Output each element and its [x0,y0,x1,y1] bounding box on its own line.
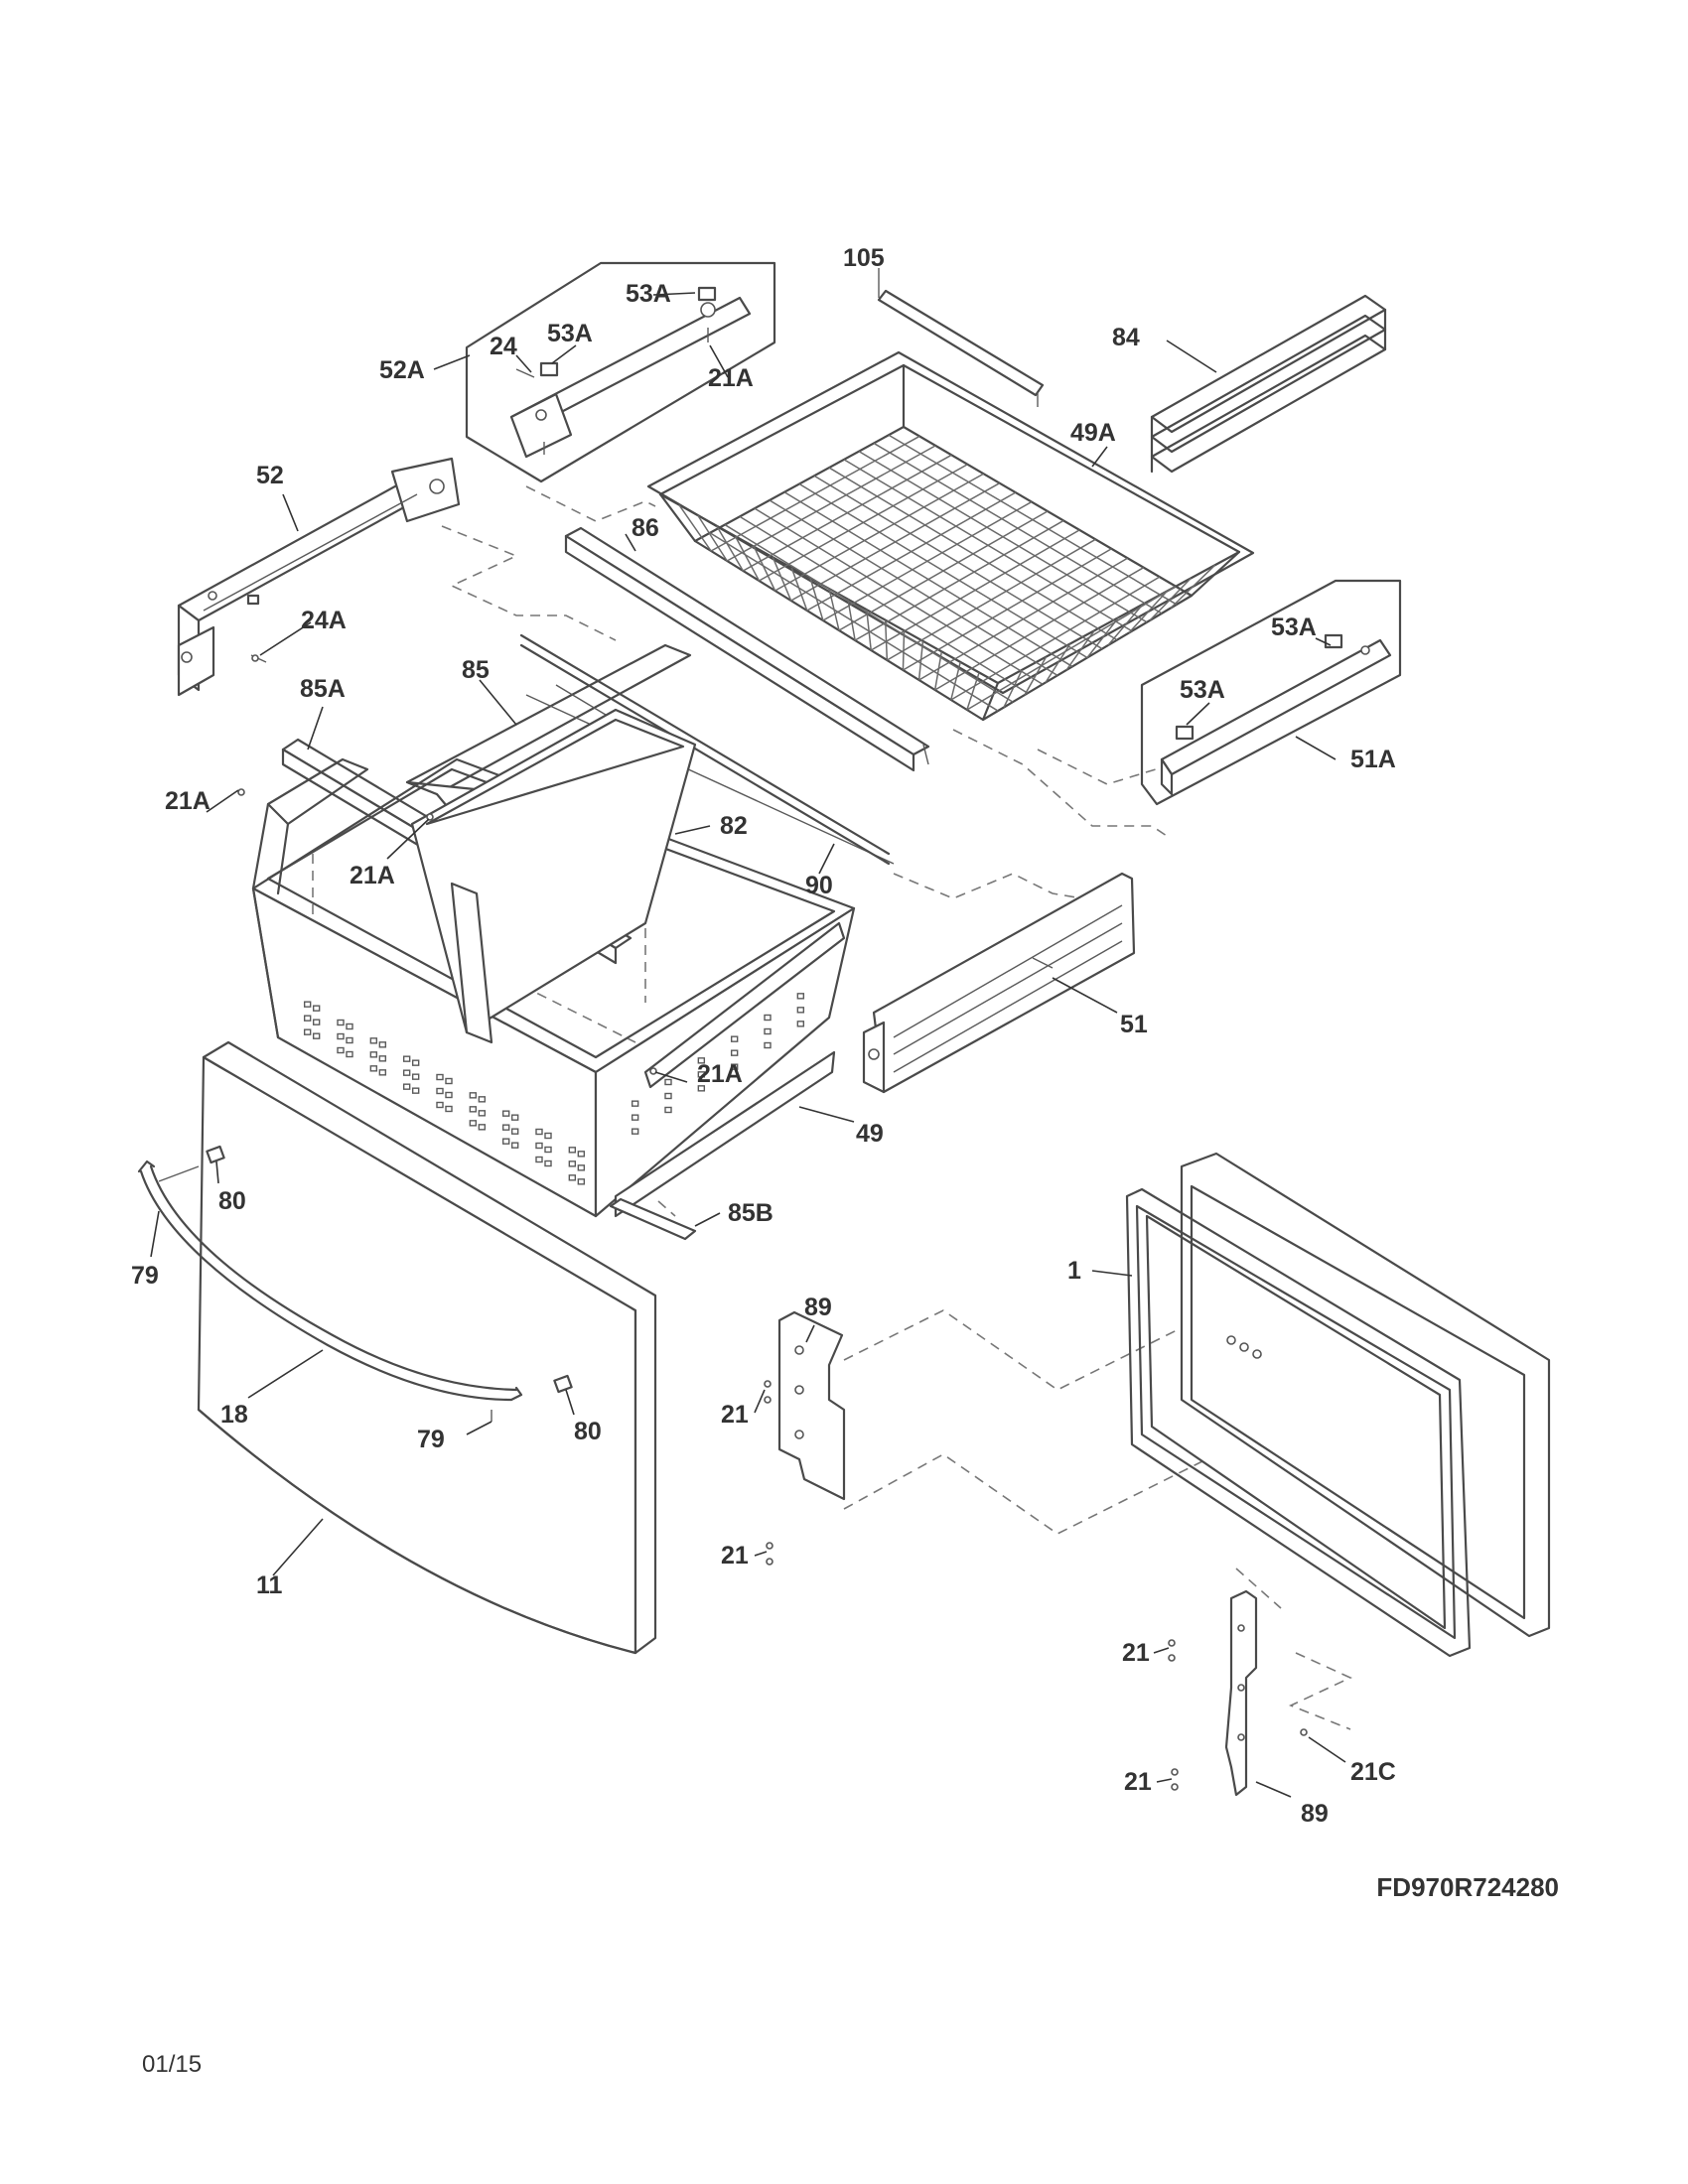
callout-21A-mid: 21A [350,862,395,889]
callout-53A-upper: 53A [547,320,593,347]
callout-21A-upper: 21A [708,364,754,392]
callout-79-right: 79 [417,1426,445,1453]
bin-divider-82 [410,708,697,1044]
bottom-strip-85B [609,1197,697,1241]
callout-21-a: 21 [721,1401,749,1429]
callout-80-upper: 80 [218,1187,246,1215]
callout-85A: 85A [300,675,346,703]
wire-basket-grid [678,434,1216,712]
callout-85B: 85B [728,1199,774,1227]
callout-21A-left: 21A [165,787,211,815]
callout-79-left: 79 [131,1262,159,1290]
slide-rail-52 [177,457,461,697]
callout-86: 86 [632,514,659,542]
callout-49A: 49A [1070,419,1116,447]
callout-90: 90 [805,872,833,899]
rod-90 [519,633,891,866]
callout-53A-top: 53A [626,280,671,308]
callout-52: 52 [256,462,284,489]
screws [237,654,1308,1791]
model-code: FD970R724280 [1376,1872,1559,1902]
callout-85: 85 [462,656,490,684]
callout-89-upper: 89 [804,1294,832,1321]
callout-21-b: 21 [721,1542,749,1570]
callout-24A: 24A [301,607,347,634]
callout-1: 1 [1067,1257,1081,1285]
slide-rail-52A-inset [465,261,776,483]
callout-53A-right-top: 53A [1271,614,1317,641]
callout-51: 51 [1120,1011,1148,1038]
callout-24: 24 [490,333,517,360]
callout-84: 84 [1112,324,1140,351]
divider-84 [1150,294,1387,474]
callout-18: 18 [220,1401,248,1429]
leader-lines [150,292,1346,1798]
callout-21C: 21C [1350,1758,1396,1786]
callout-21-d: 21 [1124,1768,1152,1796]
door-assembly-1 [1125,1152,1551,1658]
slide-rail-51 [862,872,1136,1094]
bracket-89-upper [777,1310,846,1501]
door-handle-18 [137,1145,573,1422]
callout-80-lower: 80 [574,1418,602,1445]
slide-rail-51A-inset [1140,579,1402,806]
callout-11: 11 [256,1571,283,1599]
callout-82: 82 [720,812,748,840]
callout-52A: 52A [379,356,425,384]
revision-date: 01/15 [142,2051,203,2078]
callout-21A-lower: 21A [697,1060,743,1088]
callout-51A: 51A [1350,746,1396,773]
basket-bar-105 [877,268,1045,407]
callout-105: 105 [843,244,885,272]
callout-89-lower: 89 [1301,1800,1329,1828]
callout-49: 49 [856,1120,884,1148]
callout-53A-right: 53A [1180,676,1225,704]
bracket-89-lower [1224,1589,1258,1797]
wire-basket-49A [646,350,1255,722]
callout-labels: 105 53A 24 53A 52A 21A 84 49A 52 86 24A … [131,244,1396,1828]
callout-21-c: 21 [1122,1639,1150,1667]
front-trim-86 [564,526,930,772]
drawer-front-11 [197,1040,657,1655]
